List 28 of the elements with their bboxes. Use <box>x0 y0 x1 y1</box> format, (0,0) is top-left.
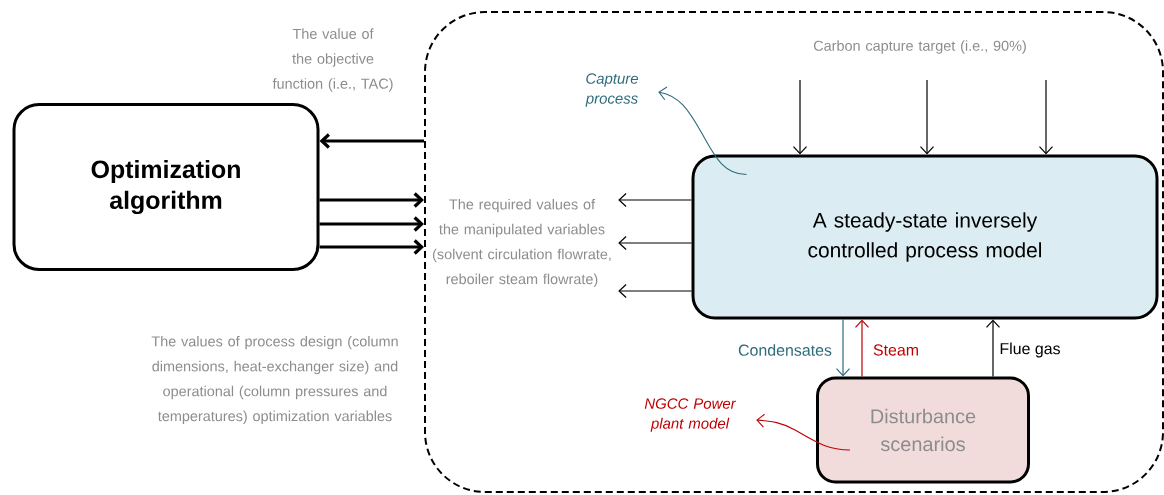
arrow <box>1038 79 1054 155</box>
arrow <box>919 79 935 155</box>
process-box: A steady-state inversely controlled process model <box>691 154 1159 320</box>
dashed-boundary <box>424 11 1164 493</box>
arrow <box>835 318 851 377</box>
edge-label: Steam <box>873 344 918 356</box>
arrow <box>854 319 870 378</box>
arrow <box>792 79 808 155</box>
edge-label: Flue gas <box>1000 342 1060 358</box>
arrow <box>618 192 693 208</box>
annotation-text: The value of the objective function (i.e., TAC) <box>272 28 393 92</box>
edge-label: Condensates <box>738 344 832 356</box>
arrow <box>985 319 1001 378</box>
leader-line <box>658 86 748 176</box>
arrow <box>618 235 693 251</box>
callout-text: Capture process <box>585 73 638 107</box>
annotation-text: The values of process design (column dimensions, heat-exchanger size) and operational (column pressures and temperatures) optimization variables <box>151 335 398 425</box>
process-box: Optimization algorithm <box>12 103 320 271</box>
arrow <box>319 239 424 255</box>
arrow <box>319 216 424 232</box>
process-box: Disturbance scenarios <box>816 376 1030 484</box>
annotation-text: Carbon capture target (i.e., 90%) <box>813 40 1026 54</box>
callout-text: NGCC Power plant model <box>644 398 737 432</box>
arrow <box>618 283 693 299</box>
arrow <box>319 133 424 149</box>
leader-line <box>756 413 851 451</box>
annotation-text: The required values of the manipulated variables (solvent circulation flowrate, reboiler steam flowrate) <box>433 198 611 288</box>
arrow <box>319 192 424 208</box>
